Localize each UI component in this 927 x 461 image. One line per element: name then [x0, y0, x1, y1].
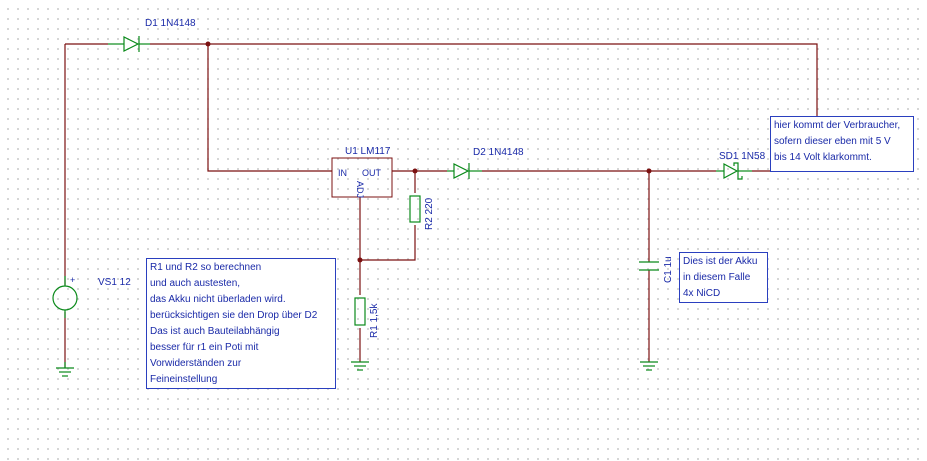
ground-vs1 [56, 362, 74, 377]
note-battery[interactable]: Dies ist der Akku in diesem Falle 4x NiC… [679, 252, 768, 303]
resistor-r1[interactable] [354, 297, 366, 326]
pin-in-label: IN [338, 168, 347, 178]
wire-junction-drop[interactable] [207, 44, 332, 172]
pin-out-label: OUT [362, 168, 382, 178]
ground-c1 [640, 361, 658, 371]
note-line: Feineinstellung [150, 374, 218, 385]
ground-r1 [351, 361, 369, 371]
note-line: das Akku nicht überladen wird. [150, 294, 286, 305]
junction-adj [357, 257, 363, 263]
label-vs1-plus: + [70, 275, 75, 285]
note-line: in diesem Falle [683, 272, 751, 283]
wire-r2-bottom[interactable] [360, 225, 416, 261]
diode-d2[interactable] [447, 163, 482, 179]
capacitor-c1[interactable] [639, 261, 659, 271]
diode-sd1[interactable] [716, 162, 752, 180]
label-r2: R2 220 [424, 197, 435, 230]
pin-adj-label: ADJ [355, 181, 365, 198]
note-resistors[interactable]: R1 und R2 so berechnen und auch austeste… [146, 258, 336, 389]
label-r1: R1 1,5k [369, 303, 380, 338]
wires [64, 43, 818, 368]
label-d2: D2 1N4148 [473, 147, 524, 158]
note-line: R1 und R2 so berechnen [150, 262, 262, 273]
note-line: besser für r1 ein Poti mit [150, 342, 259, 353]
note-line: und auch austesten, [150, 278, 241, 289]
label-u1: U1 LM117 [345, 146, 391, 157]
note-line: sofern dieser eben mit 5 V [774, 136, 891, 147]
label-d1: D1 1N4148 [145, 18, 196, 29]
note-line: Dies ist der Akku [683, 256, 758, 267]
note-line: hier kommt der Verbraucher, [774, 120, 901, 131]
resistor-r2[interactable] [409, 195, 421, 223]
note-line: bis 14 Volt klarkommt. [774, 152, 872, 163]
diode-d1[interactable] [108, 36, 150, 52]
junction-top [205, 41, 211, 47]
junction-cap [646, 168, 652, 174]
label-c1: C1 1u [663, 256, 674, 283]
note-line: Das ist auch Bauteilabhängig [150, 326, 280, 337]
junctions [205, 41, 652, 263]
regulator-u1[interactable]: IN OUT ADJ [331, 157, 393, 198]
label-vs1: VS1 12 [98, 277, 131, 288]
note-line: berücksichtigen sie den Drop über D2 [150, 310, 318, 321]
voltage-source-vs1[interactable] [52, 276, 78, 318]
note-line: Vorwiderständen zur [150, 358, 242, 369]
junction-out [412, 168, 418, 174]
label-sd1: SD1 1N58 [719, 151, 766, 162]
note-line: 4x NiCD [683, 288, 721, 299]
note-consumer[interactable]: hier kommt der Verbraucher, sofern diese… [770, 116, 914, 172]
